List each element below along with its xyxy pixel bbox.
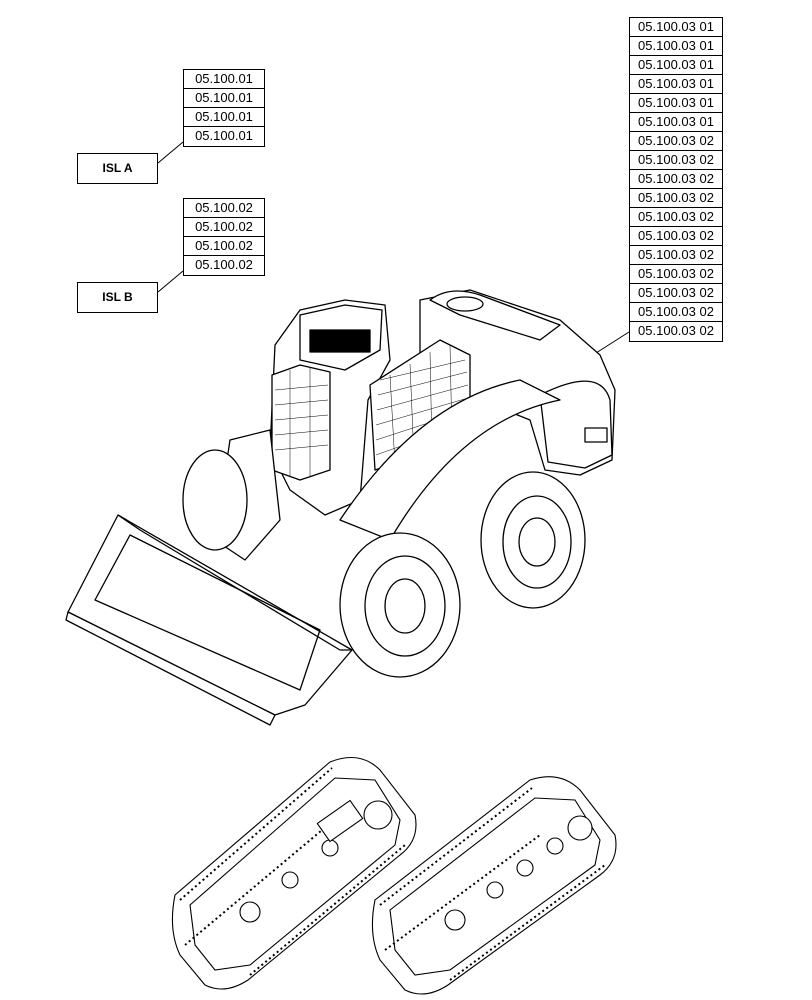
reference-number: 05.100.03 01 bbox=[630, 18, 722, 37]
reference-number: 05.100.03 02 bbox=[630, 246, 722, 265]
reference-number: 05.100.01 bbox=[195, 128, 253, 143]
reference-number: 05.100.03 02 bbox=[630, 284, 722, 303]
reference-number: 05.100.03 01 bbox=[630, 75, 722, 94]
reference-number: 05.100.03 01 bbox=[630, 37, 722, 56]
reference-number: 05.100.02 bbox=[184, 218, 264, 237]
track-assembly-right-icon bbox=[371, 776, 617, 995]
isl-a-label: ISL A bbox=[77, 153, 158, 184]
isl-b-label: ISL B bbox=[77, 282, 158, 313]
reference-number: 05.100.01 bbox=[184, 70, 264, 89]
reference-number: 05.100.02 bbox=[184, 237, 264, 256]
track-assembly-left-icon bbox=[171, 756, 417, 990]
reference-number: 05.100.01 bbox=[184, 89, 264, 108]
reference-number: 05.100.03 02 bbox=[630, 132, 722, 151]
reference-number: 05.100.03 02 bbox=[630, 227, 722, 246]
reference-number: 05.100.03 02 bbox=[630, 189, 722, 208]
reference-number: 05.100.02 bbox=[184, 199, 264, 218]
skid-steer-loader-icon bbox=[65, 289, 616, 726]
reference-number: 05.100.03 02 bbox=[630, 265, 722, 284]
reference-number: 05.100.03 01 bbox=[630, 56, 722, 75]
reference-number: 05.100.03 02 bbox=[630, 303, 722, 322]
reference-number: 05.100.03 02 bbox=[630, 208, 722, 227]
reference-number: 05.100.03 02 bbox=[638, 323, 714, 338]
reference-number: 05.100.03 01 bbox=[630, 113, 722, 132]
reference-number: 05.100.02 bbox=[195, 257, 253, 272]
reference-number: 05.100.03 02 bbox=[630, 151, 722, 170]
reference-number: 05.100.03 01 bbox=[630, 94, 722, 113]
reference-number: 05.100.03 02 bbox=[630, 170, 722, 189]
reference-number: 05.100.01 bbox=[184, 108, 264, 127]
